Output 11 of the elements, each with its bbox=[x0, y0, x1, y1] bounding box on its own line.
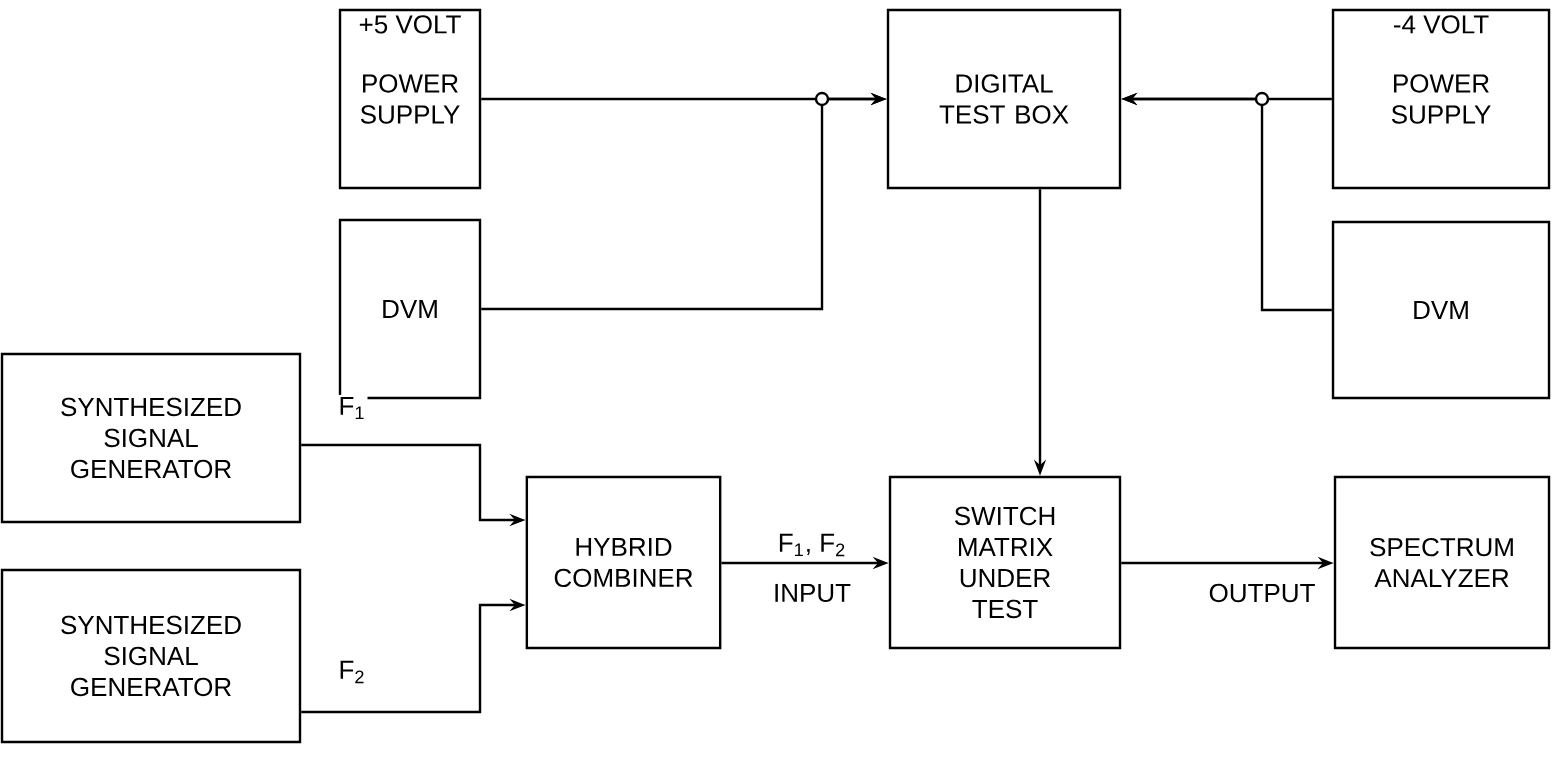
instrument-box: +5 VOLT POWER SUPPLY bbox=[338, 8, 482, 190]
instrument-box: DVM bbox=[1331, 220, 1551, 400]
instrument-box: SYNTHESIZED SIGNAL GENERATOR bbox=[0, 568, 302, 744]
instrument-box: SPECTRUM ANALYZER bbox=[1333, 475, 1551, 650]
instrument-box: -4 VOLT POWER SUPPLY bbox=[1331, 8, 1551, 190]
instrument-box: HYBRID COMBINER bbox=[525, 475, 722, 650]
instrument-box: SWITCH MATRIX UNDER TEST bbox=[888, 475, 1122, 650]
edge-label: INPUT bbox=[771, 581, 853, 605]
instrument-box: DIGITAL TEST BOX bbox=[886, 8, 1122, 190]
signal-label: F$_{1}$, F$_{2}$ bbox=[775, 531, 849, 559]
instrument-box: SYNTHESIZED SIGNAL GENERATOR bbox=[0, 352, 302, 524]
